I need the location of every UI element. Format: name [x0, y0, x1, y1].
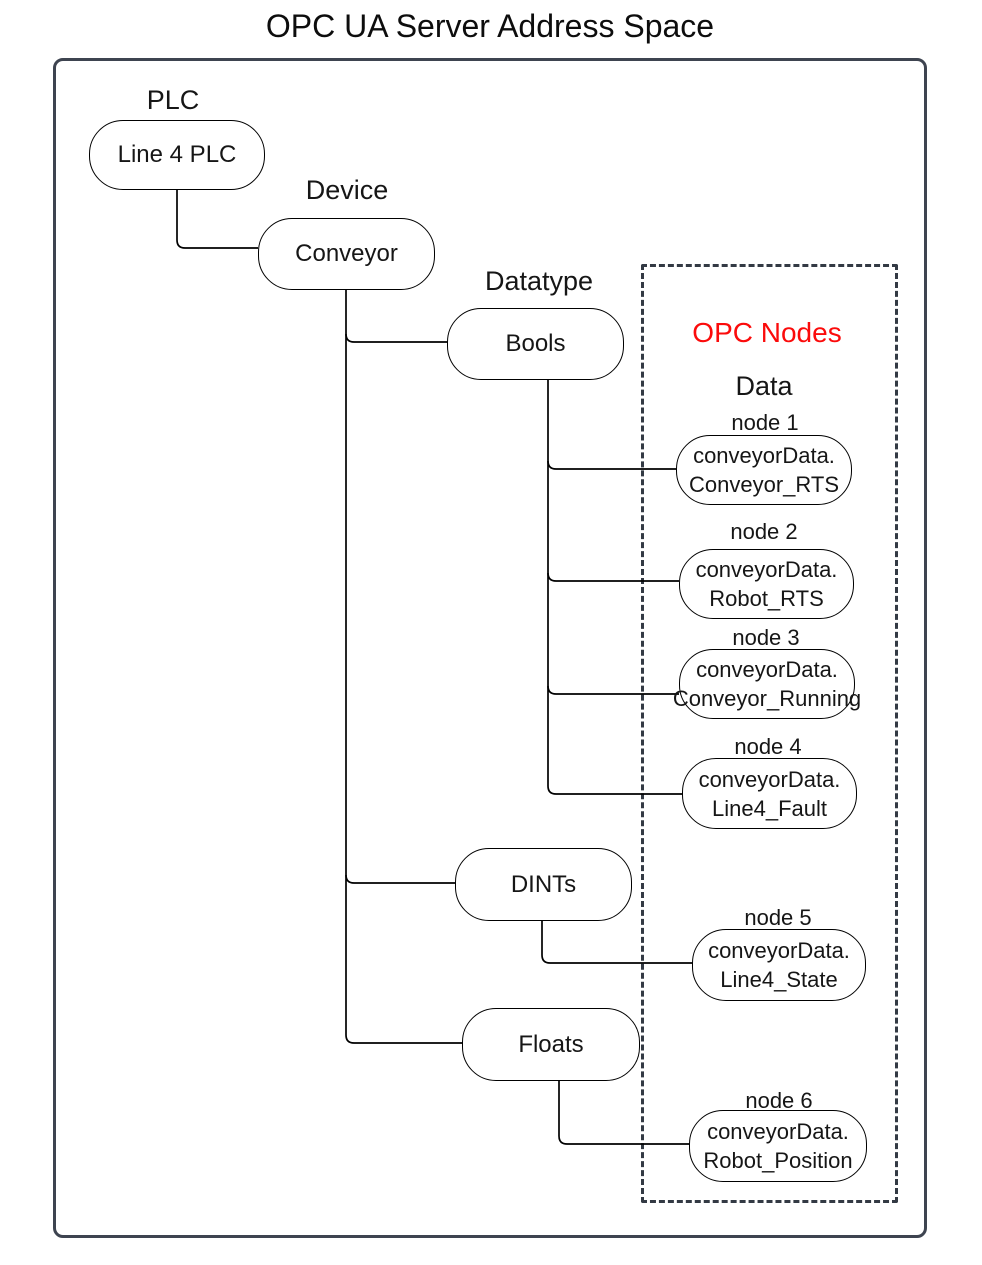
- opc-node-4-line1: conveyorData.: [698, 766, 841, 792]
- opc-node-1-label: node 1: [731, 410, 799, 435]
- datatype-bools-label: Bools: [505, 330, 566, 357]
- opc-node-2-label: node 2: [730, 519, 798, 544]
- opc-nodes-panel: [641, 264, 898, 1203]
- address-space-frame: [53, 58, 927, 1238]
- device-node-conveyor: Conveyor: [258, 218, 435, 290]
- connector-floats-to-node6: [558, 1079, 689, 1145]
- opc-node-3-line1: conveyorData.: [696, 657, 838, 682]
- plc-node: Line 4 PLC: [89, 120, 265, 190]
- datatype-node-dints: DINTs: [455, 848, 632, 921]
- connector-bools-to-node2: [547, 572, 679, 582]
- opc-node-6-line1: conveyorData.: [707, 1119, 849, 1144]
- opc-node-5-line2: Line4_State: [720, 967, 838, 992]
- plc-node-label: Line 4 PLC: [117, 141, 237, 168]
- opc-node-4-line2: Line4_Fault: [712, 795, 827, 821]
- opc-node-2: conveyorData. Robot_RTS: [679, 549, 854, 619]
- opc-nodes-title: OPC Nodes: [692, 317, 842, 348]
- opc-node-1-line2: Conveyor_RTS: [689, 472, 839, 497]
- datatype-node-bools: Bools: [447, 308, 624, 380]
- opc-node-4: conveyorData. Line4_Fault: [682, 758, 857, 829]
- opc-node-3-line2: Conveyor_Running: [672, 686, 862, 711]
- connector-conveyor-to-floats: [345, 288, 462, 1044]
- connector-bools-to-node1: [547, 460, 676, 470]
- device-node-label: Conveyor: [295, 240, 398, 267]
- opc-node-1: conveyorData. Conveyor_RTS: [676, 435, 852, 505]
- page-title: OPC UA Server Address Space: [265, 8, 715, 44]
- opc-node-4-label: node 4: [734, 734, 802, 759]
- opc-node-3: conveyorData. Conveyor_Running: [673, 649, 861, 719]
- data-label: Data: [735, 371, 793, 401]
- opc-node-2-line2: Robot_RTS: [709, 586, 824, 611]
- connector-conveyor-to-bools: [345, 333, 447, 343]
- connector-bools-to-node3: [547, 685, 679, 695]
- opc-node-6-label: node 6: [745, 1088, 813, 1113]
- datatype-floats-label: Floats: [518, 1030, 584, 1058]
- connector-conveyor-to-dints: [345, 874, 455, 884]
- opc-node-3-label: node 3: [732, 625, 800, 650]
- connector-plc-to-conveyor: [176, 188, 258, 249]
- opc-node-5-line1: conveyorData.: [708, 938, 850, 963]
- opc-node-6: conveyorData. Robot_Position: [689, 1110, 867, 1182]
- opc-node-5: conveyorData. Line4_State: [692, 929, 866, 1001]
- group-label-datatype: Datatype: [484, 266, 594, 296]
- opc-node-2-line1: conveyorData.: [695, 557, 838, 582]
- connector-dints-to-node5: [541, 919, 692, 964]
- opc-node-5-label: node 5: [744, 905, 812, 930]
- opc-node-6-line2: Robot_Position: [703, 1148, 853, 1173]
- group-label-device: Device: [305, 175, 389, 205]
- opc-node-1-line1: conveyorData.: [693, 443, 835, 468]
- group-label-plc: PLC: [146, 85, 200, 115]
- connector-bools-to-node4: [547, 378, 682, 795]
- datatype-dints-label: DINTs: [510, 870, 577, 898]
- datatype-node-floats: Floats: [462, 1008, 640, 1081]
